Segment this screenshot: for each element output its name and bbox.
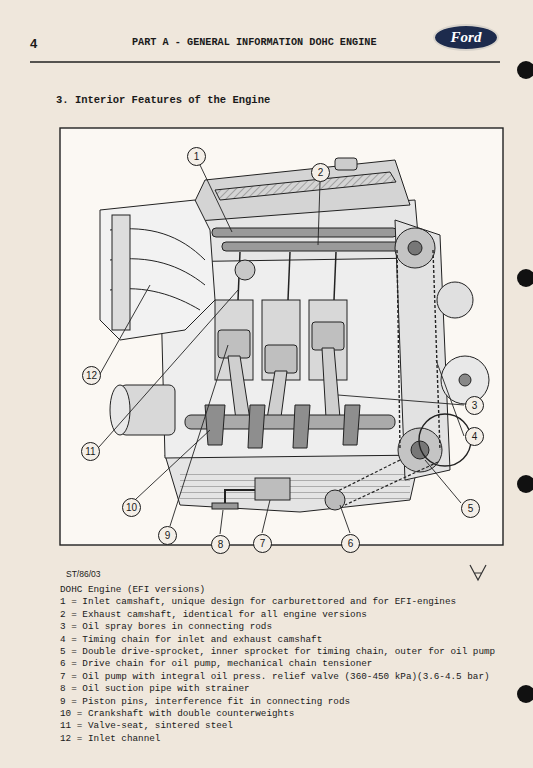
legend-line: 8 = Oil suction pipe with strainer — [60, 683, 250, 695]
figure-code: ST/86/03 — [66, 569, 101, 579]
callout-text: 6 — [348, 538, 354, 549]
header-rule — [30, 61, 500, 62]
callout-text: 8 — [218, 539, 224, 550]
figure-frame — [60, 128, 503, 545]
callout-number: 7 — [253, 534, 272, 553]
page-number: 4 — [30, 36, 37, 51]
binder-holes — [517, 61, 533, 703]
callout-number: 2 — [311, 163, 330, 182]
header-text: PART A - GENERAL INFORMATION DOHC ENGINE — [132, 37, 377, 49]
callout-text: 11 — [85, 446, 95, 457]
engine-drawing — [100, 158, 489, 512]
section-heading: 3. Interior Features of the Engine — [56, 94, 270, 106]
callout-number: 6 — [341, 534, 360, 553]
callout-text: 9 — [165, 530, 171, 541]
callout-number: 5 — [461, 499, 480, 518]
callout-text: 10 — [126, 502, 137, 513]
legend-heading: DOHC Engine (EFI versions) — [60, 584, 205, 596]
callout-text: 4 — [472, 431, 478, 442]
legend-line: 2 = Exhaust camshaft, identical for all … — [60, 609, 367, 621]
callout-number: 11 — [81, 442, 100, 461]
callout-number: 10 — [122, 498, 141, 517]
logo-oval: Ford — [433, 24, 499, 51]
legend-line: 6 = Drive chain for oil pump, mechanical… — [60, 658, 372, 670]
legend-line: 12 = Inlet channel — [60, 733, 160, 745]
callout-number: 8 — [211, 535, 230, 554]
logo-text: Ford — [451, 29, 482, 46]
callout-text: 7 — [260, 538, 266, 549]
artist-mark — [470, 565, 486, 580]
legend-line: 10 = Crankshaft with double counterweigh… — [60, 708, 294, 720]
callout-text: 2 — [318, 167, 324, 178]
callout-number: 1 — [187, 147, 206, 166]
legend-line: 5 = Double drive-sprocket, inner sprocke… — [60, 646, 495, 658]
callout-number: 12 — [82, 366, 101, 385]
legend-line: 1 = Inlet camshaft, unique design for ca… — [60, 596, 456, 608]
callout-number: 9 — [158, 526, 177, 545]
legend-line: 9 = Piston pins, interference fit in con… — [60, 696, 350, 708]
callout-number: 4 — [465, 427, 484, 446]
callout-text: 12 — [86, 370, 97, 381]
legend-line: 3 = Oil spray bores in connecting rods — [60, 621, 272, 633]
legend-line: 11 = Valve-seat, sintered steel — [60, 720, 233, 732]
legend-line: 7 = Oil pump with integral oil press. re… — [60, 671, 490, 683]
legend-line: 4 = Timing chain for inlet and exhaust c… — [60, 634, 322, 646]
callout-text: 1 — [194, 151, 200, 162]
callout-number: 3 — [465, 396, 484, 415]
callout-text: 5 — [468, 503, 474, 514]
leader-lines — [99, 165, 464, 534]
callout-text: 3 — [472, 400, 478, 411]
